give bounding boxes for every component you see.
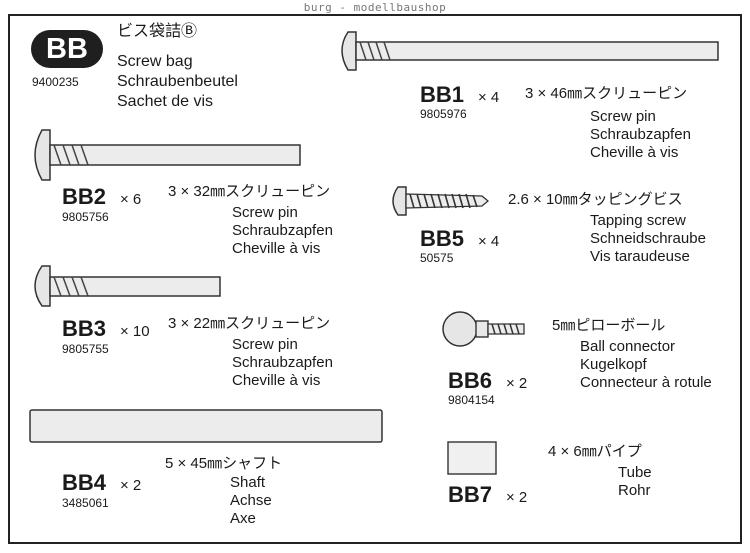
bb1-name-de: Schraubzapfen bbox=[590, 126, 691, 143]
bb5-tapping-screw-drawing bbox=[392, 186, 490, 216]
bb3-names: Screw pin Schraubzapfen Cheville à vis bbox=[232, 336, 333, 390]
bb1-number: 9805976 bbox=[420, 107, 467, 121]
bb1-spec: 3 × 46㎜スクリューピン bbox=[525, 85, 688, 102]
bb7-spec: 4 × 6㎜パイプ bbox=[548, 443, 642, 460]
bb4-name-en: Shaft bbox=[230, 474, 266, 491]
bb2-names: Screw pin Schraubzapfen Cheville à vis bbox=[232, 204, 333, 258]
bb1-screw-pin-drawing bbox=[341, 31, 719, 71]
bb1-name-en: Screw pin bbox=[590, 108, 656, 125]
bb4-name-fr: Axe bbox=[230, 510, 256, 527]
bb6-qty: × 2 bbox=[506, 375, 528, 392]
bb5-qty: × 4 bbox=[478, 233, 500, 250]
bb2-spec: 3 × 32㎜スクリューピン bbox=[168, 183, 331, 200]
bb1-qty: × 4 bbox=[478, 89, 500, 106]
bb4-name-de: Achse bbox=[230, 492, 272, 509]
bb4-qty: × 2 bbox=[120, 477, 142, 494]
bb3-spec: 3 × 22㎜スクリューピン bbox=[168, 315, 331, 332]
bb3-number: 9805755 bbox=[62, 342, 109, 356]
bb4-names: Shaft Achse Axe bbox=[230, 474, 272, 528]
bb6-number: 9804154 bbox=[448, 393, 495, 407]
bb7-names: Tube Rohr bbox=[618, 464, 652, 500]
bag-names: Screw bag Schraubenbeutel Sachet de vis bbox=[117, 52, 238, 112]
bb3-name-de: Schraubzapfen bbox=[232, 354, 333, 371]
watermark: burg - modellbaushop bbox=[303, 1, 447, 14]
bag-badge: BB bbox=[31, 30, 103, 68]
bb2-qty: × 6 bbox=[120, 191, 142, 208]
bag-name-de: Schraubenbeutel bbox=[117, 73, 238, 90]
bag-title-jp: ビス袋詰Ⓑ bbox=[117, 23, 198, 40]
bb5-number: 50575 bbox=[420, 251, 454, 265]
bb3-name-fr: Cheville à vis bbox=[232, 372, 321, 389]
bb6-spec: 5㎜ピローボール bbox=[552, 317, 666, 334]
bb2-number: 9805756 bbox=[62, 210, 109, 224]
bb7-name-en: Tube bbox=[618, 464, 652, 481]
bb2-name-en: Screw pin bbox=[232, 204, 298, 221]
bb4-number: 3485061 bbox=[62, 496, 109, 510]
bb4-spec: 5 × 45㎜シャフト bbox=[165, 455, 283, 472]
sheet-frame bbox=[8, 14, 742, 544]
bb2-screw-pin-drawing bbox=[34, 129, 301, 181]
bb1-name-fr: Cheville à vis bbox=[590, 144, 679, 161]
bb7-tube-drawing bbox=[447, 441, 497, 475]
bag-name-en: Screw bag bbox=[117, 53, 193, 70]
bb1-names: Screw pin Schraubzapfen Cheville à vis bbox=[590, 108, 691, 162]
bb1-code: BB1 bbox=[420, 82, 465, 107]
bb5-name-en: Tapping screw bbox=[590, 212, 686, 229]
bb3-qty: × 10 bbox=[120, 323, 150, 340]
bb5-spec: 2.6 × 10㎜タッピングビス bbox=[508, 191, 683, 208]
bb5-code: BB5 bbox=[420, 226, 465, 251]
bb4-code: BB4 bbox=[62, 470, 107, 495]
bb4-shaft-drawing bbox=[29, 409, 383, 443]
bb6-name-de: Kugelkopf bbox=[580, 356, 647, 373]
bb5-names: Tapping screw Schneidschraube Vis taraud… bbox=[590, 212, 706, 266]
bb6-name-en: Ball connector bbox=[580, 338, 676, 355]
bb5-name-de: Schneidschraube bbox=[590, 230, 706, 247]
bb7-name-de: Rohr bbox=[618, 482, 651, 499]
bag-name-fr: Sachet de vis bbox=[117, 93, 214, 110]
bb6-code: BB6 bbox=[448, 368, 493, 393]
bag-number: 9400235 bbox=[32, 75, 79, 89]
bb7-code: BB7 bbox=[448, 482, 493, 507]
bb2-name-fr: Cheville à vis bbox=[232, 240, 321, 257]
bb7-qty: × 2 bbox=[506, 489, 528, 506]
bb2-code: BB2 bbox=[62, 184, 107, 209]
bb2-name-de: Schraubzapfen bbox=[232, 222, 333, 239]
bb6-ball-connector-drawing bbox=[442, 311, 525, 347]
bb3-code: BB3 bbox=[62, 316, 107, 341]
bb5-name-fr: Vis taraudeuse bbox=[590, 248, 690, 265]
bb6-name-fr: Connecteur à rotule bbox=[580, 374, 712, 391]
bb3-name-en: Screw pin bbox=[232, 336, 298, 353]
bb6-names: Ball connector Kugelkopf Connecteur à ro… bbox=[580, 338, 712, 392]
bb3-screw-pin-drawing bbox=[34, 265, 221, 307]
